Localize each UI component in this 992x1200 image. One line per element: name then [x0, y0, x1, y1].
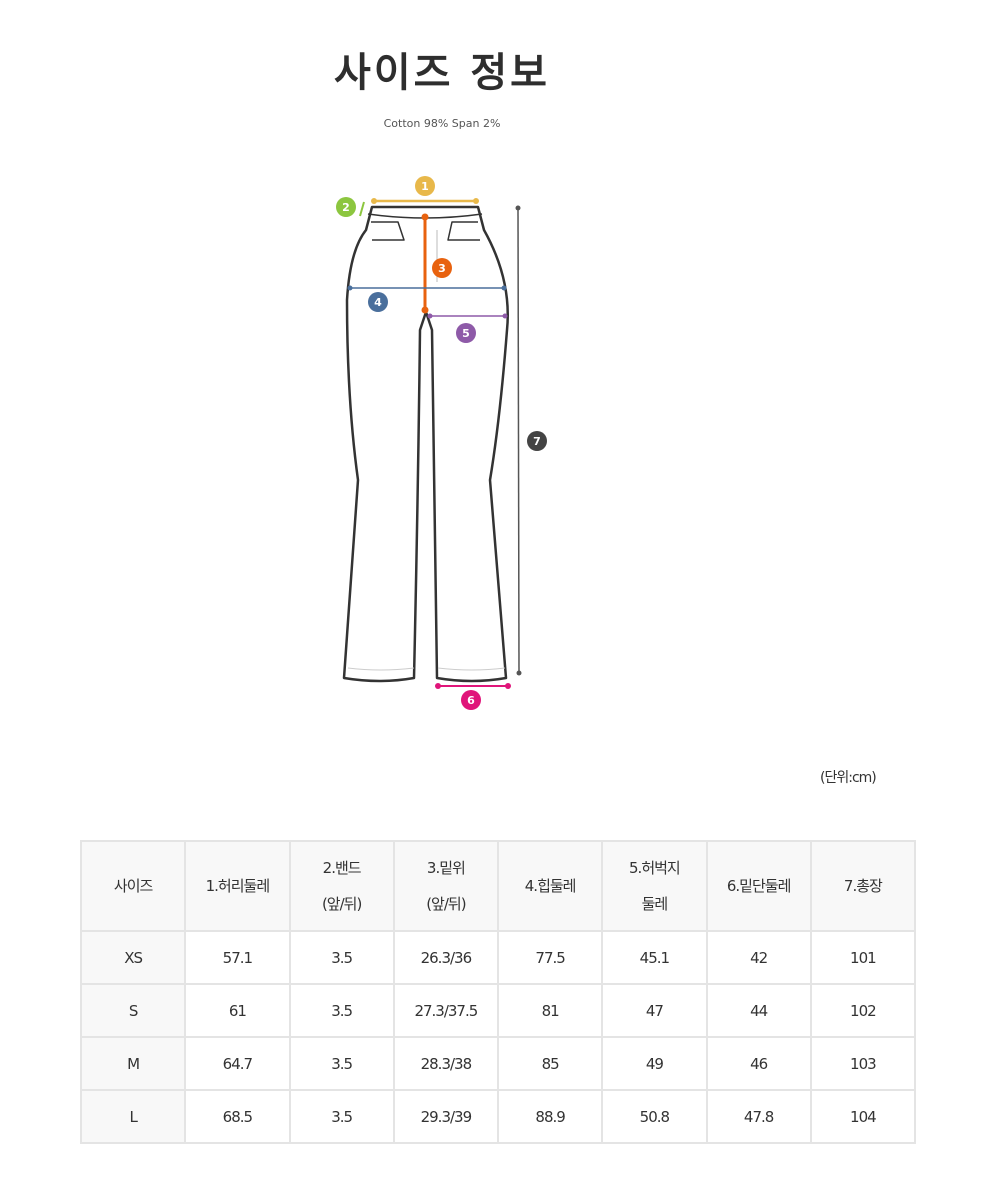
table-cell: 44 — [705, 983, 812, 1038]
marker-label: 6 — [467, 694, 475, 707]
marker-4-icon — [368, 292, 388, 312]
table-cell: 103 — [809, 1036, 917, 1091]
pants-measurement-diagram: 1 2 3 4 5 6 7 — [336, 176, 547, 710]
table-cell: 27.3/37.5 — [392, 983, 500, 1038]
marker-label: 7 — [533, 435, 541, 448]
measure-1-waist: 1 — [371, 176, 479, 204]
column-header: 6.밑단둘레 — [705, 840, 812, 932]
size-label-cell: L — [79, 1089, 187, 1144]
marker-1-icon — [415, 176, 435, 196]
table-cell: 61 — [184, 983, 291, 1038]
page-title: 사이즈 정보 — [334, 50, 550, 96]
table-cell: 68.5 — [184, 1089, 291, 1144]
column-header-text: 6.밑단둘레 — [726, 877, 792, 895]
column-header-text: 4.힙둘레 — [524, 877, 577, 895]
column-header-text: 3.밑위 — [426, 859, 466, 877]
marker-5-icon — [456, 323, 476, 343]
measure-7-length: 7 — [515, 205, 547, 676]
material-composition: Cotton 98% Span 2% — [383, 117, 501, 130]
column-header: 1.허리둘레 — [184, 840, 291, 932]
column-header: 2.밴드 (앞/뒤) — [288, 840, 395, 932]
column-header-text: 둘레 — [641, 895, 669, 913]
measure-5-thigh: 5 — [427, 313, 508, 343]
table-cell: 46 — [705, 1036, 812, 1091]
column-header: 사이즈 — [79, 840, 187, 932]
marker-label: 3 — [438, 262, 446, 275]
column-header-text: 5.허벅지 — [629, 859, 681, 877]
table-cell: 45.1 — [601, 930, 708, 985]
column-header-text: (앞/뒤) — [321, 895, 362, 913]
table-cell: 102 — [809, 983, 917, 1038]
table-cell: 88.9 — [496, 1089, 604, 1144]
measure-6-hem: 6 — [435, 683, 511, 710]
table-cell: 3.5 — [288, 1089, 395, 1144]
size-label-cell: M — [79, 1036, 187, 1091]
column-header-text: (앞/뒤) — [426, 895, 466, 913]
table-cell: 26.3/36 — [392, 930, 500, 985]
column-header: 4.힙둘레 — [496, 840, 604, 932]
column-header-text: 사이즈 — [113, 877, 153, 895]
table-cell: 49 — [601, 1036, 708, 1091]
table-cell: 3.5 — [288, 930, 395, 985]
marker-label: 1 — [421, 180, 429, 193]
table-cell: 81 — [496, 983, 604, 1038]
measure-3-rise: 3 — [421, 213, 452, 314]
table-cell: 42 — [705, 930, 812, 985]
table-cell: 77.5 — [496, 930, 604, 985]
marker-label: 5 — [462, 327, 470, 340]
unit-label: (단위:cm) — [820, 770, 877, 786]
measure-2-band: 2 — [336, 197, 365, 217]
table-cell: 47.8 — [705, 1089, 812, 1144]
marker-label: 2 — [342, 201, 350, 214]
table-cell: 47 — [601, 983, 708, 1038]
marker-2-icon — [336, 197, 356, 217]
table-cell: 57.1 — [184, 930, 291, 985]
measure-4-hip: 4 — [347, 285, 507, 312]
table-cell: 85 — [496, 1036, 604, 1091]
size-label-cell: XS — [79, 930, 187, 985]
marker-6-icon — [461, 690, 481, 710]
table-cell: 3.5 — [288, 983, 395, 1038]
table-cell: 50.8 — [601, 1089, 708, 1144]
table-cell: 28.3/38 — [392, 1036, 500, 1091]
column-header-text: 2.밴드 — [322, 859, 362, 877]
table-cell: 101 — [809, 930, 917, 985]
column-header-text: 7.총장 — [843, 877, 883, 895]
marker-3-icon — [432, 258, 452, 278]
marker-7-icon — [527, 431, 547, 451]
column-header: 7.총장 — [809, 840, 917, 932]
table-cell: 104 — [809, 1089, 917, 1144]
column-header-text: 1.허리둘레 — [205, 877, 271, 895]
size-label-cell: S — [79, 983, 187, 1038]
marker-label: 4 — [374, 296, 382, 309]
table-cell: 29.3/39 — [392, 1089, 500, 1144]
column-header: 3.밑위 (앞/뒤) — [392, 840, 500, 932]
table-cell: 64.7 — [184, 1036, 291, 1091]
table-cell: 3.5 — [288, 1036, 395, 1091]
